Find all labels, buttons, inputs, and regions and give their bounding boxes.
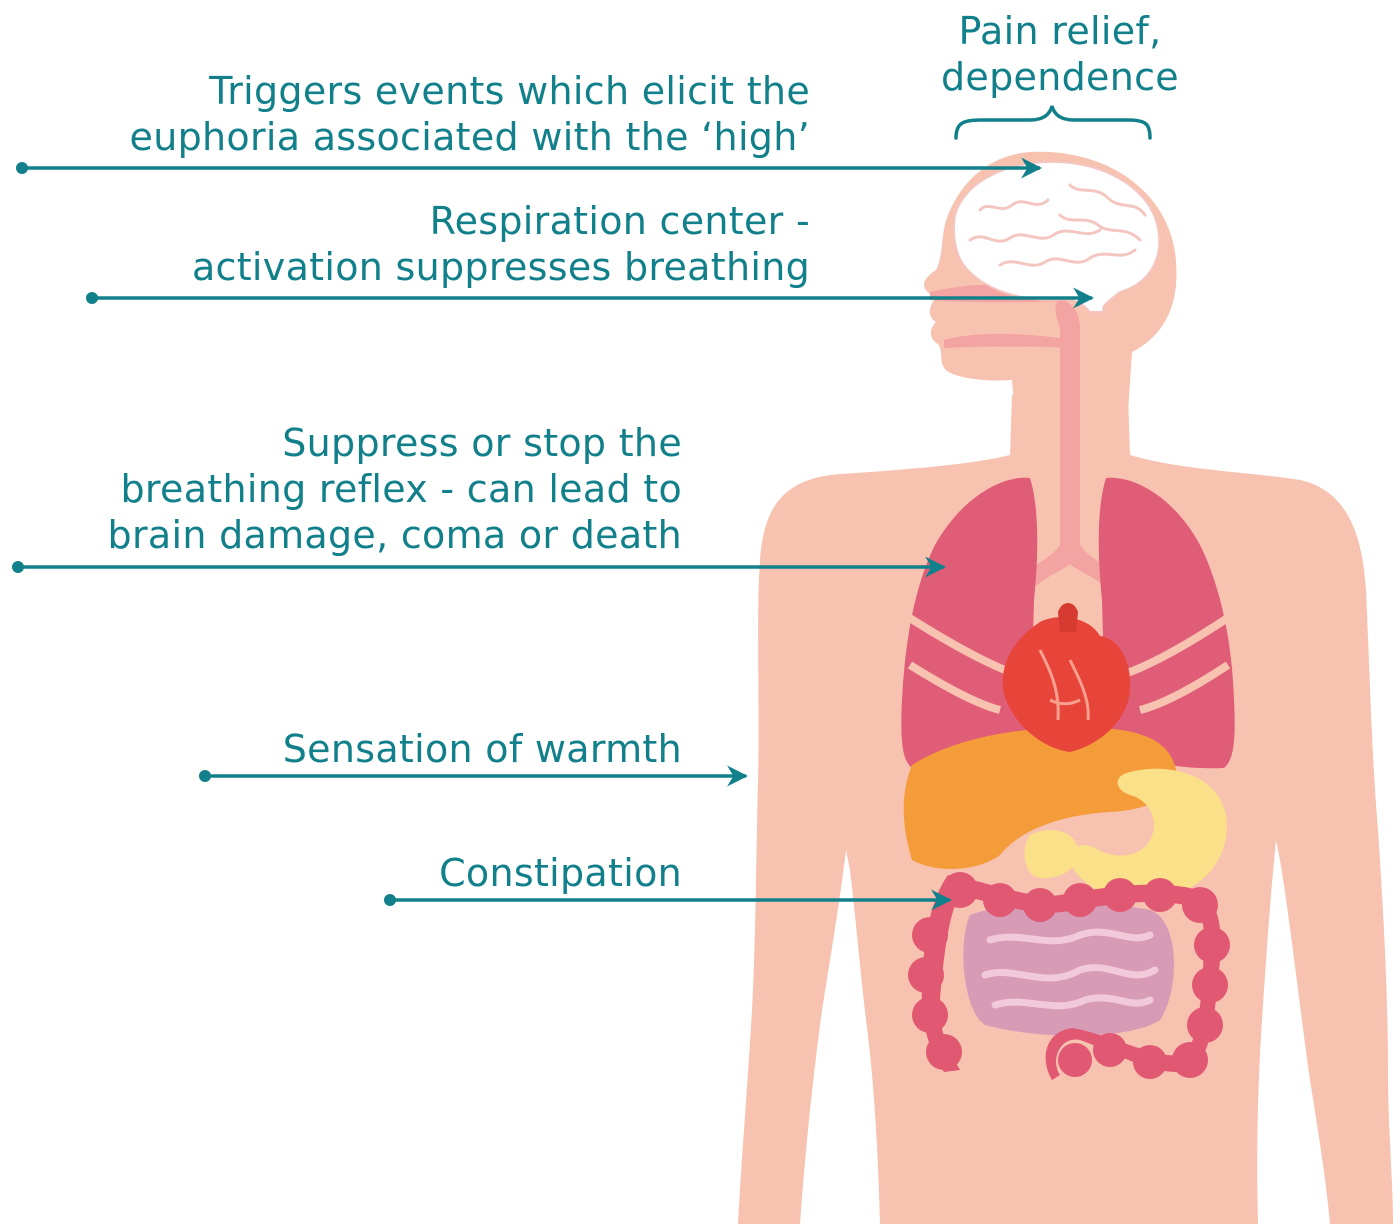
constipation-line1: Constipation [380,850,682,896]
warmth-line1: Sensation of warmth [200,726,682,772]
small-intestine [963,902,1174,1035]
warmth-label: Sensation of warmth [200,726,682,772]
breathing-reflex-line2: breathing reflex - can lead to [20,466,682,512]
breathing-reflex-line1: Suppress or stop the [20,420,682,466]
pain-relief-line2: dependence [900,54,1220,100]
respiration-line2: activation suppresses breathing [60,244,810,290]
pain-relief-label: Pain relief, dependence [900,8,1220,100]
pain-relief-brace [956,106,1150,138]
constipation-label: Constipation [380,850,682,896]
euphoria-line2: euphoria associated with the ‘high’ [20,114,810,160]
pain-relief-line1: Pain relief, [900,8,1220,54]
respiration-line1: Respiration center - [60,198,810,244]
breathing-reflex-line3: brain damage, coma or death [20,512,682,558]
respiration-label: Respiration center - activation suppress… [60,198,810,290]
euphoria-label: Triggers events which elicit the euphori… [20,68,810,160]
breathing-reflex-label: Suppress or stop the breathing reflex - … [20,420,682,558]
euphoria-line1: Triggers events which elicit the [20,68,810,114]
